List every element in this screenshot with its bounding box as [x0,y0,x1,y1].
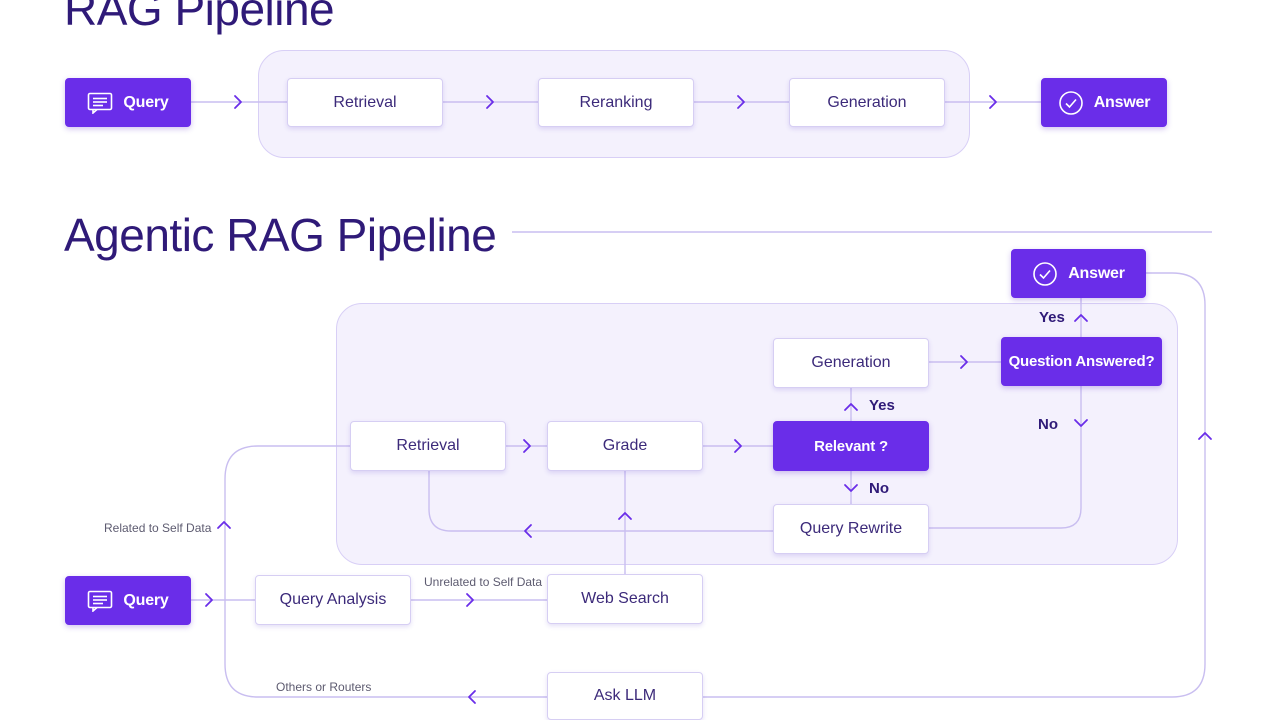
agentic-query-node: Query [65,576,191,625]
question-answered-node: Question Answered? [1001,337,1162,386]
yes-label-relevant: Yes [869,397,895,414]
message-lines-icon [87,590,113,612]
agentic-answer-node: Answer [1011,249,1146,298]
check-circle-icon [1058,90,1084,116]
rag-query-label: Query [123,93,169,111]
arrow-right-icon [523,439,531,453]
arrow-left-icon [524,524,532,538]
arrow-right-icon [486,95,494,109]
arrow-up-icon [1074,314,1088,322]
query-analysis-node: Query Analysis [255,575,411,625]
agentic-answer-label: Answer [1068,264,1125,282]
arrow-right-icon [737,95,745,109]
arrow-right-icon [989,95,997,109]
arrow-right-icon [734,439,742,453]
arrow-down-icon [1074,419,1088,427]
check-circle-icon [1032,261,1058,287]
arrow-right-icon [466,593,474,607]
arrow-left-icon [468,690,476,704]
rag-reranking-node: Reranking [538,78,694,127]
agentic-retrieval-node: Retrieval [350,421,506,471]
rag-pipeline-title: RAG Pipeline [64,0,335,35]
unrelated-to-self-data-label: Unrelated to Self Data [424,575,543,589]
rag-answer-node: Answer [1041,78,1167,127]
web-search-node: Web Search [547,574,703,624]
arrow-right-icon [234,95,242,109]
others-or-routers-label: Others or Routers [276,680,372,694]
agentic-query-label: Query [123,591,169,609]
relevant-node: Relevant ? [773,421,929,471]
arrow-up-icon [1198,432,1212,440]
arrow-right-icon [960,355,968,369]
query-rewrite-node: Query Rewrite [773,504,929,554]
rag-generation-node: Generation [789,78,945,127]
message-lines-icon [87,92,113,114]
grade-node: Grade [547,421,703,471]
no-label-question: No [1038,416,1058,433]
rag-query-node: Query [65,78,191,127]
arrow-up-icon [217,521,231,529]
rag-answer-label: Answer [1093,93,1151,111]
arrow-up-icon [618,512,632,520]
yes-label-answer: Yes [1039,309,1065,326]
related-to-self-data-label: Related to Self Data [104,521,212,535]
agentic-generation-node: Generation [773,338,929,388]
rag-retrieval-node: Retrieval [287,78,443,127]
arrow-up-icon [844,403,858,411]
ask-llm-node: Ask LLM [547,672,703,720]
arrow-down-icon [844,484,858,492]
no-label-relevant: No [869,480,889,497]
agentic-rag-pipeline-title: Agentic RAG Pipeline [64,209,497,261]
arrow-right-icon [205,593,213,607]
